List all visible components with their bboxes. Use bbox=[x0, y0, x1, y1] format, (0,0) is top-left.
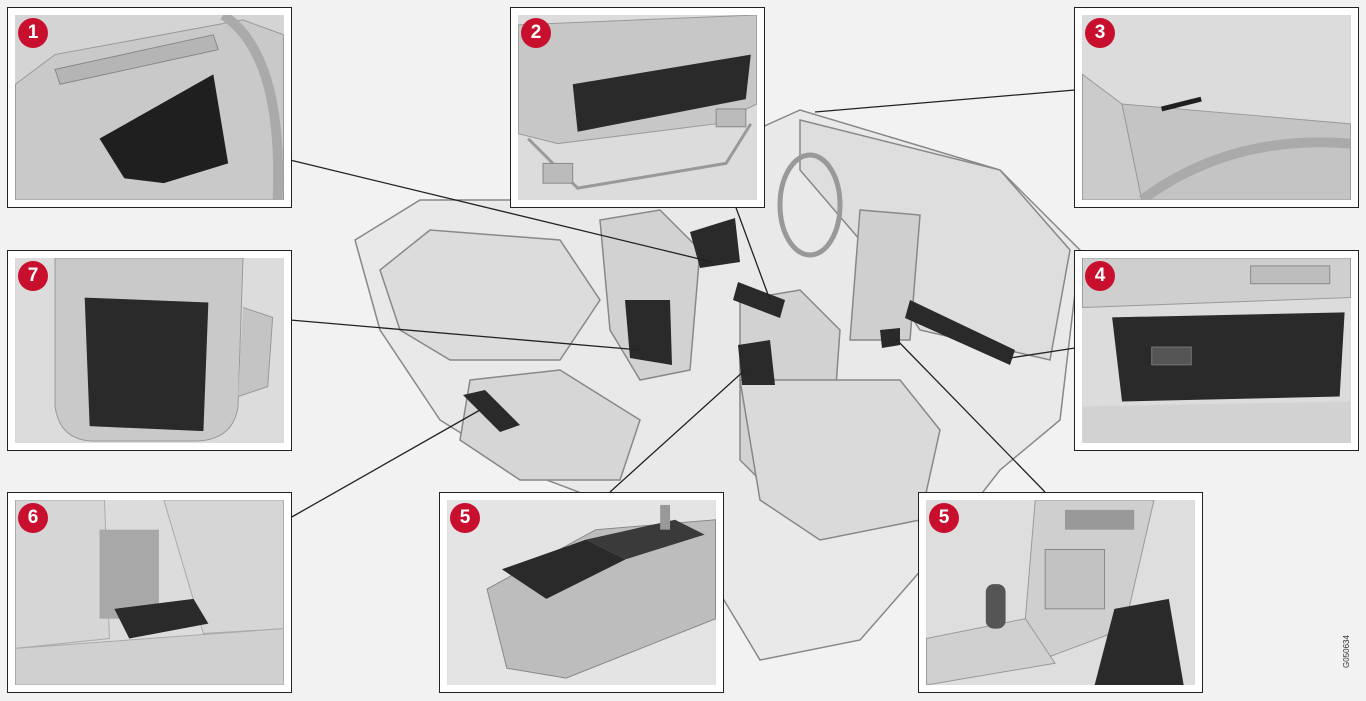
callout-panel-center-console-storage: 5 bbox=[918, 492, 1203, 693]
rear-armrest-drawing bbox=[15, 500, 284, 685]
leader-line-3 bbox=[814, 89, 1076, 113]
door-pocket-drawing bbox=[15, 15, 284, 200]
seat-cushion-pocket-drawing bbox=[518, 15, 757, 200]
seat-back-pocket-drawing bbox=[15, 258, 284, 443]
callout-number-badge: 2 bbox=[521, 18, 551, 48]
callout-panel-seat-back-pocket: 7 bbox=[7, 250, 292, 451]
callout-number-badge: 5 bbox=[929, 503, 959, 533]
callout-panel-ticket-holder: 3 bbox=[1074, 7, 1359, 208]
callout-number-badge: 1 bbox=[18, 18, 48, 48]
callout-panel-door-pocket: 1 bbox=[7, 7, 292, 208]
callout-panel-rear-armrest: 6 bbox=[7, 492, 292, 693]
panel-image bbox=[447, 500, 716, 685]
leader-line-5a bbox=[609, 369, 746, 493]
callout-panel-seat-cushion-pocket: 2 bbox=[510, 7, 765, 208]
panel-image bbox=[15, 500, 284, 685]
ticket-holder-drawing bbox=[1082, 15, 1351, 200]
callout-number-badge: 7 bbox=[18, 261, 48, 291]
callout-number-badge: 6 bbox=[18, 503, 48, 533]
leader-line-1 bbox=[289, 159, 713, 263]
panel-image bbox=[1082, 258, 1351, 443]
panel-image bbox=[1082, 15, 1351, 200]
center-console-storage-drawing bbox=[926, 500, 1195, 685]
leader-line-5b bbox=[894, 337, 1046, 493]
panel-image bbox=[926, 500, 1195, 685]
leader-line-7 bbox=[289, 319, 641, 351]
leader-line-2 bbox=[734, 204, 771, 301]
panel-image bbox=[15, 258, 284, 443]
figure-code: G050634 bbox=[1342, 635, 1351, 668]
car-cabin-drawing bbox=[354, 109, 1081, 661]
panel-image bbox=[15, 15, 284, 200]
callout-panel-glovebox: 4 bbox=[1074, 250, 1359, 451]
armrest-storage-drawing bbox=[447, 500, 716, 685]
leader-lines bbox=[289, 89, 1076, 519]
leader-line-4 bbox=[1009, 347, 1076, 359]
callout-number-badge: 4 bbox=[1085, 261, 1115, 291]
panel-image bbox=[518, 15, 757, 200]
callout-number-badge: 3 bbox=[1085, 18, 1115, 48]
leader-line-6 bbox=[289, 409, 481, 519]
glovebox-drawing bbox=[1082, 258, 1351, 443]
callout-number-badge: 5 bbox=[450, 503, 480, 533]
callout-panel-armrest-storage: 5 bbox=[439, 492, 724, 693]
